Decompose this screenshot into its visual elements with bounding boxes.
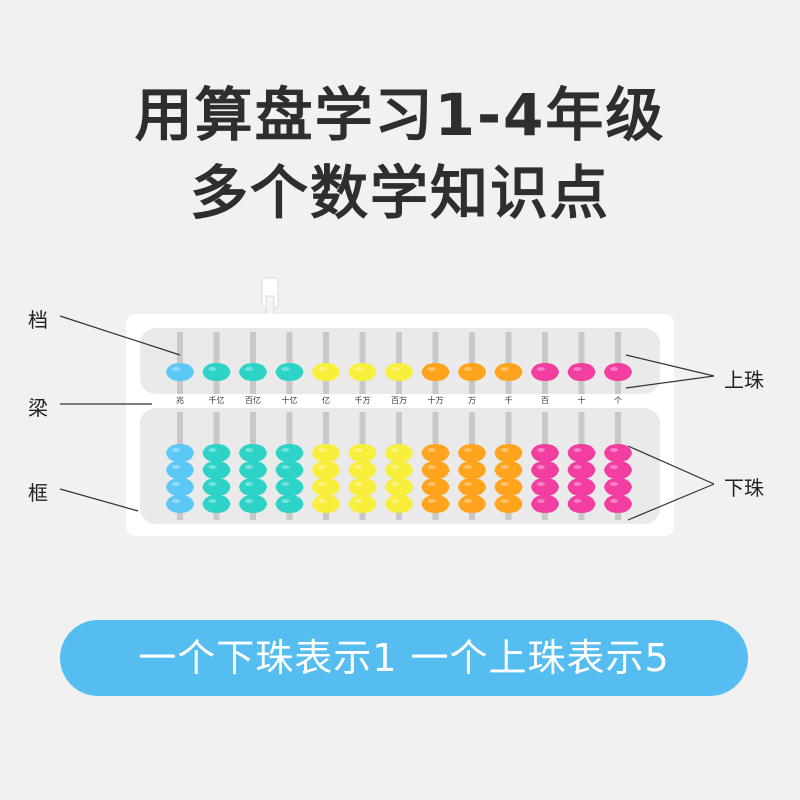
lower-bead	[531, 495, 559, 513]
lower-bead	[202, 461, 231, 479]
upper-bead	[458, 363, 486, 381]
lower-bead	[166, 444, 194, 462]
lower-bead	[385, 461, 413, 479]
lower-bead	[494, 478, 523, 496]
place-value-label: 百亿	[245, 395, 261, 405]
lower-bead	[385, 478, 413, 496]
lower-bead	[421, 461, 450, 479]
rod-pointer-line	[59, 315, 181, 356]
label-lower-bead: 下珠	[724, 476, 764, 500]
lower-bead	[348, 461, 377, 479]
lower-bead-pointer-line-2	[627, 483, 715, 521]
lower-bead	[275, 444, 304, 462]
lower-bead	[312, 495, 340, 513]
lower-bead	[385, 495, 413, 513]
upper-bead	[275, 363, 304, 381]
label-upper-bead: 上珠	[724, 368, 764, 392]
place-value-label: 千万	[355, 395, 371, 405]
lower-bead	[202, 478, 231, 496]
upper-bead-pointer-line-1	[625, 354, 715, 377]
lower-bead	[494, 444, 523, 462]
place-value-label: 百	[541, 396, 549, 405]
place-value-label: 千	[505, 395, 513, 405]
label-beam: 梁	[28, 396, 48, 420]
lower-bead	[458, 444, 486, 462]
lower-bead	[312, 461, 340, 479]
upper-bead	[421, 363, 450, 381]
upper-bead	[202, 363, 231, 381]
place-value-label: 十亿	[282, 395, 298, 405]
lower-bead	[239, 495, 267, 513]
lower-bead	[458, 495, 486, 513]
upper-bead-pointer-line-2	[625, 375, 715, 389]
upper-bead	[604, 363, 632, 381]
lower-bead	[166, 478, 194, 496]
lower-bead	[348, 478, 377, 496]
label-rod: 档	[28, 308, 48, 332]
lower-bead	[166, 495, 194, 513]
lower-bead	[604, 444, 632, 462]
place-value-label: 个	[614, 396, 622, 405]
title-line-2: 多个数学知识点	[189, 159, 610, 227]
lower-bead	[239, 444, 267, 462]
info-banner: 一个下珠表示1 一个上珠表示5	[60, 620, 748, 696]
lower-bead	[275, 478, 304, 496]
lower-bead	[494, 461, 523, 479]
upper-bead	[312, 363, 340, 381]
upper-bead	[166, 363, 194, 381]
lower-bead	[421, 495, 450, 513]
lower-bead-pointer-line-1	[627, 445, 715, 485]
lower-bead	[567, 444, 596, 462]
upper-bead	[567, 363, 596, 381]
place-value-label: 十万	[428, 395, 444, 405]
upper-bead	[385, 363, 413, 381]
frame-pointer-line	[59, 488, 139, 512]
place-value-label: 十	[578, 395, 586, 405]
lower-bead	[166, 461, 194, 479]
lower-bead	[458, 478, 486, 496]
lower-bead	[348, 444, 377, 462]
lower-bead	[567, 478, 596, 496]
lower-bead	[275, 495, 304, 513]
lower-bead	[494, 495, 523, 513]
lower-bead	[421, 444, 450, 462]
upper-bead	[239, 363, 267, 381]
lower-bead	[202, 495, 231, 513]
upper-bead	[348, 363, 377, 381]
lower-bead	[531, 478, 559, 496]
lower-bead	[348, 495, 377, 513]
upper-bead	[531, 363, 559, 381]
lower-bead	[239, 478, 267, 496]
lower-bead	[312, 478, 340, 496]
lower-bead	[275, 461, 304, 479]
title-line-1: 用算盘学习1-4年级	[134, 81, 666, 149]
lower-bead	[604, 495, 632, 513]
lower-bead	[531, 444, 559, 462]
lower-bead	[385, 444, 413, 462]
place-value-label: 万	[468, 396, 476, 405]
lower-bead	[604, 478, 632, 496]
place-value-label: 兆	[176, 395, 184, 405]
upper-bead	[494, 363, 523, 381]
lower-bead	[458, 461, 486, 479]
abacus-beam	[140, 394, 660, 406]
lower-bead	[202, 444, 231, 462]
lower-bead	[567, 461, 596, 479]
lower-bead	[604, 461, 632, 479]
label-frame: 框	[28, 481, 48, 505]
place-value-label: 百万	[391, 396, 407, 405]
lower-bead	[531, 461, 559, 479]
place-value-label: 亿	[322, 395, 330, 405]
lower-bead	[567, 495, 596, 513]
lower-bead	[421, 478, 450, 496]
place-value-label: 千亿	[209, 395, 225, 405]
lower-bead	[312, 444, 340, 462]
lower-bead	[239, 461, 267, 479]
